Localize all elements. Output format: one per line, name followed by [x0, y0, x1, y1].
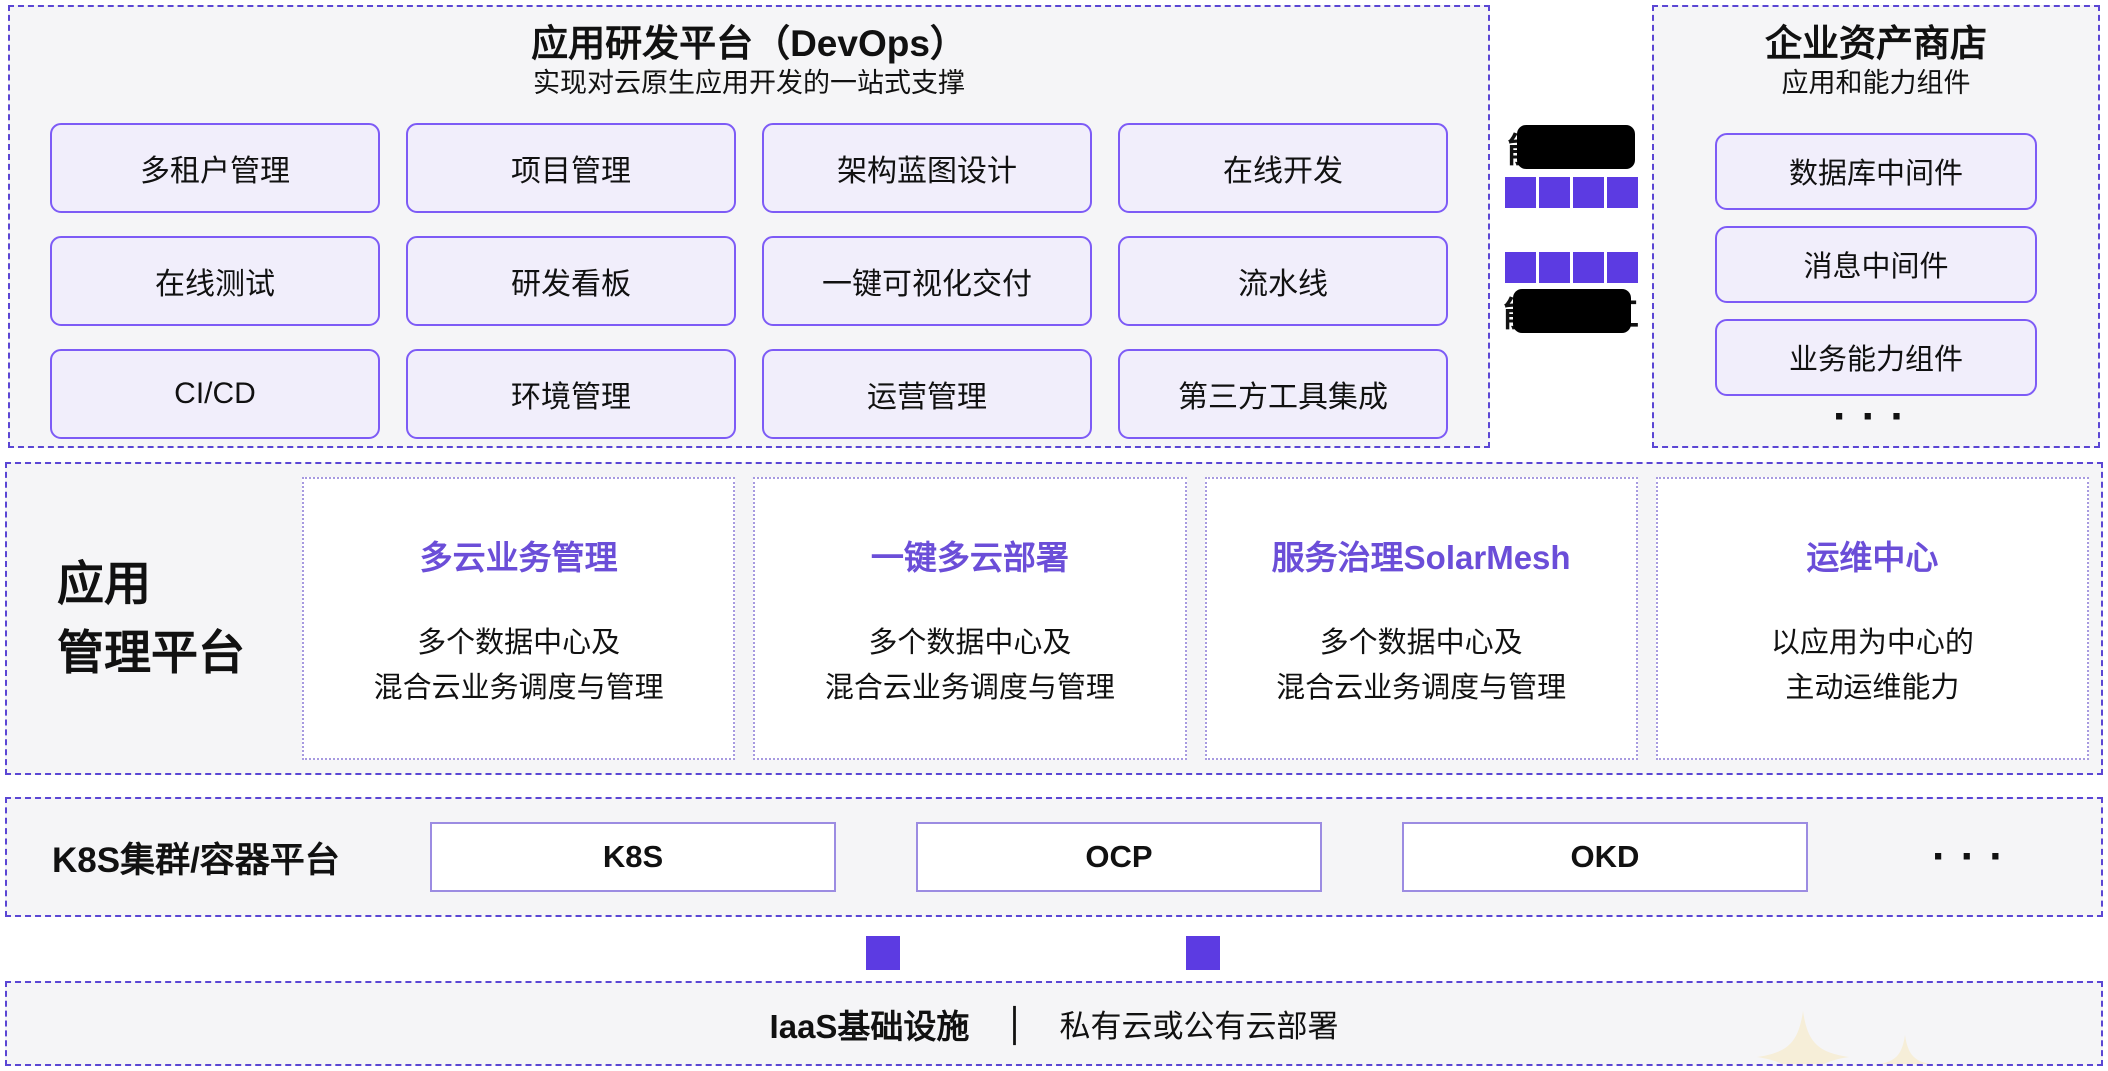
k8s-box: K8S	[430, 822, 836, 892]
app-mgmt-band: 应用 管理平台 多云业务管理 多个数据中心及 混合云业务调度与管理 一键多云部署…	[5, 462, 2103, 775]
ellipsis-more: ···	[1932, 832, 2018, 881]
connector-square-icon	[1186, 936, 1220, 970]
devops-feature-grid: 多租户管理 项目管理 架构蓝图设计 在线开发 在线测试 研发看板 一键可视化交付…	[10, 99, 1488, 439]
sparkle-icon	[1880, 1035, 1930, 1064]
square-icon	[1504, 177, 1536, 208]
ocp-box: OCP	[916, 822, 1322, 892]
square-icon	[1572, 177, 1604, 208]
iaas-title: IaaS基础设施	[769, 1007, 970, 1045]
feature-tile-online-dev: 在线开发	[1118, 122, 1448, 213]
card-body-line: 主动运维能力	[1785, 671, 1960, 704]
iaas-subtitle: 私有云或公有云部署	[1059, 1009, 1339, 1044]
card-body: 多个数据中心及 混合云业务调度与管理	[825, 621, 1115, 711]
feature-tile-ops-mgmt: 运营管理	[762, 348, 1092, 439]
card-body-line: 混合云业务调度与管理	[373, 671, 664, 704]
devops-subtitle: 实现对云原生应用开发的一站式支撑	[533, 67, 965, 98]
card-body-line: 多个数据中心及	[868, 627, 1072, 659]
card-title: 服务治理SolarMesh	[1271, 539, 1571, 576]
devops-title: 应用研发平台（DevOps）	[531, 23, 967, 64]
card-body-line: 多个数据中心及	[1319, 627, 1523, 659]
redacted-label-bottom: 能 工	[1503, 287, 1639, 335]
app-mgmt-label-line1: 应用	[57, 557, 151, 611]
card-multicloud-business-mgmt: 多云业务管理 多个数据中心及 混合云业务调度与管理	[302, 477, 736, 760]
square-icon	[1504, 252, 1536, 283]
k8s-band: K8S集群/容器平台 K8S OCP OKD ···	[5, 797, 2103, 917]
separator-bar: ｜	[995, 1007, 1034, 1049]
card-title: 运维中心	[1806, 539, 1939, 576]
square-icon	[1538, 177, 1570, 208]
asset-tile-message-middleware: 消息中间件	[1715, 225, 2037, 303]
feature-tile-cicd: CI/CD	[50, 348, 380, 439]
devops-panel: 应用研发平台（DevOps） 实现对云原生应用开发的一站式支撑 多租户管理 项目…	[8, 5, 1490, 448]
card-body: 多个数据中心及 混合云业务调度与管理	[374, 621, 664, 711]
capability-exchange-strip: 能 能 工	[1492, 5, 1650, 448]
app-mgmt-label-line2: 管理平台	[57, 625, 245, 679]
card-body: 多个数据中心及 混合云业务调度与管理	[1276, 621, 1566, 711]
feature-tile-pipeline: 流水线	[1118, 235, 1448, 326]
asset-tile-database-middleware: 数据库中间件	[1715, 132, 2037, 210]
card-one-click-multicloud-deploy: 一键多云部署 多个数据中心及 混合云业务调度与管理	[753, 477, 1187, 760]
card-body-line: 混合云业务调度与管理	[1276, 671, 1567, 704]
arrow-squares-row-down	[1504, 177, 1638, 208]
okd-box: OKD	[1402, 822, 1808, 892]
asset-store-subtitle: 应用和能力组件	[1781, 67, 1971, 98]
feature-tile-env-mgmt: 环境管理	[406, 348, 736, 439]
asset-store-panel: 企业资产商店 应用和能力组件 数据库中间件 消息中间件 业务能力组件 ···	[1652, 5, 2100, 448]
feature-tile-3rd-party-tools: 第三方工具集成	[1118, 348, 1448, 439]
sparkle-icon	[1757, 1011, 1849, 1064]
feature-tile-one-click-delivery: 一键可视化交付	[762, 235, 1092, 326]
arrow-squares-row-up	[1504, 252, 1638, 283]
feature-tile-project-mgmt: 项目管理	[406, 122, 736, 213]
redaction-bar	[1517, 125, 1635, 169]
card-ops-center: 运维中心 以应用为中心的 主动运维能力	[1655, 477, 2089, 760]
app-mgmt-label: 应用 管理平台	[57, 550, 302, 686]
square-icon	[1606, 177, 1638, 208]
card-title: 一键多云部署	[870, 539, 1069, 576]
k8s-band-label: K8S集群/容器平台	[52, 840, 340, 880]
feature-tile-dev-kanban: 研发看板	[406, 235, 736, 326]
asset-tile-business-capability: 业务能力组件	[1715, 318, 2037, 396]
square-icon	[1606, 252, 1638, 283]
feature-tile-online-test: 在线测试	[50, 235, 380, 326]
redacted-label-top: 能	[1507, 123, 1635, 171]
ellipsis-more: ···	[1833, 391, 1919, 441]
feature-tile-multi-tenant: 多租户管理	[50, 122, 380, 213]
asset-store-title: 企业资产商店	[1765, 23, 1987, 64]
redaction-bar	[1513, 289, 1631, 333]
card-service-governance-solarmesh: 服务治理SolarMesh 多个数据中心及 混合云业务调度与管理	[1204, 477, 1638, 760]
card-body: 以应用为中心的 主动运维能力	[1771, 621, 1974, 711]
connector-square-icon	[866, 936, 900, 970]
square-icon	[1538, 252, 1570, 283]
app-mgmt-cards: 多云业务管理 多个数据中心及 混合云业务调度与管理 一键多云部署 多个数据中心及…	[302, 477, 2089, 760]
iaas-band: IaaS基础设施 ｜ 私有云或公有云部署	[5, 981, 2103, 1066]
feature-tile-blueprint-design: 架构蓝图设计	[762, 122, 1092, 213]
card-body-line: 多个数据中心及	[417, 627, 621, 659]
card-body-line: 以应用为中心的	[1770, 627, 1974, 659]
square-icon	[1572, 252, 1604, 283]
card-body-line: 混合云业务调度与管理	[824, 671, 1115, 704]
card-title: 多云业务管理	[419, 539, 618, 576]
